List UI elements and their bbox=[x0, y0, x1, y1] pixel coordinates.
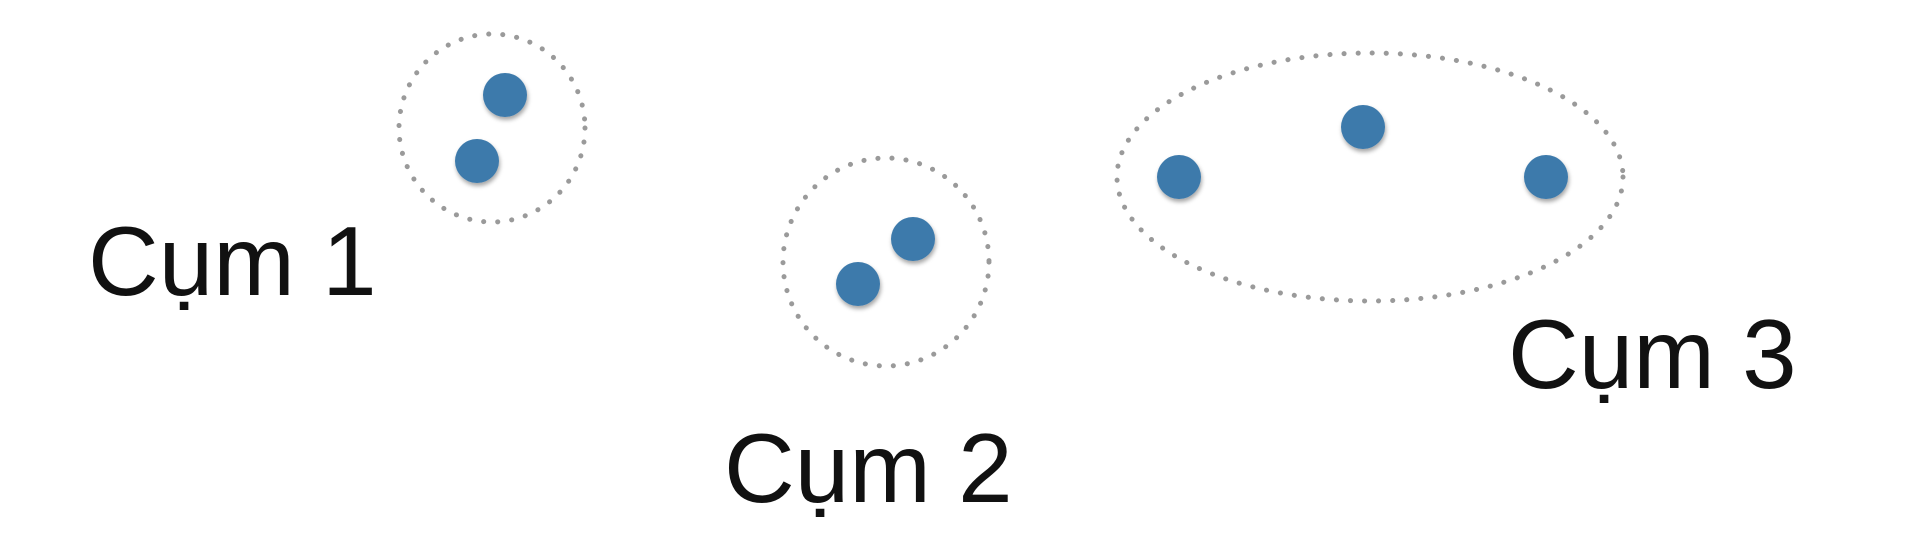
cluster-1-boundary bbox=[396, 31, 588, 225]
cluster-2-boundary bbox=[780, 155, 992, 369]
cluster-2-point bbox=[891, 217, 935, 261]
cluster-3-point bbox=[1157, 155, 1201, 199]
cluster-1-label: Cụm 1 bbox=[88, 206, 377, 316]
cluster-2-point bbox=[836, 262, 880, 306]
cluster-3-boundary bbox=[1114, 50, 1626, 304]
cluster-3-point bbox=[1341, 105, 1385, 149]
cluster-2-label: Cụm 2 bbox=[724, 413, 1013, 523]
cluster-1-point bbox=[455, 139, 499, 183]
cluster-1-point bbox=[483, 73, 527, 117]
cluster-1: Cụm 1 bbox=[88, 31, 588, 316]
cluster-2: Cụm 2 bbox=[724, 155, 1013, 523]
cluster-3-label: Cụm 3 bbox=[1508, 299, 1797, 409]
cluster-3: Cụm 3 bbox=[1114, 50, 1797, 409]
cluster-3-point bbox=[1524, 155, 1568, 199]
